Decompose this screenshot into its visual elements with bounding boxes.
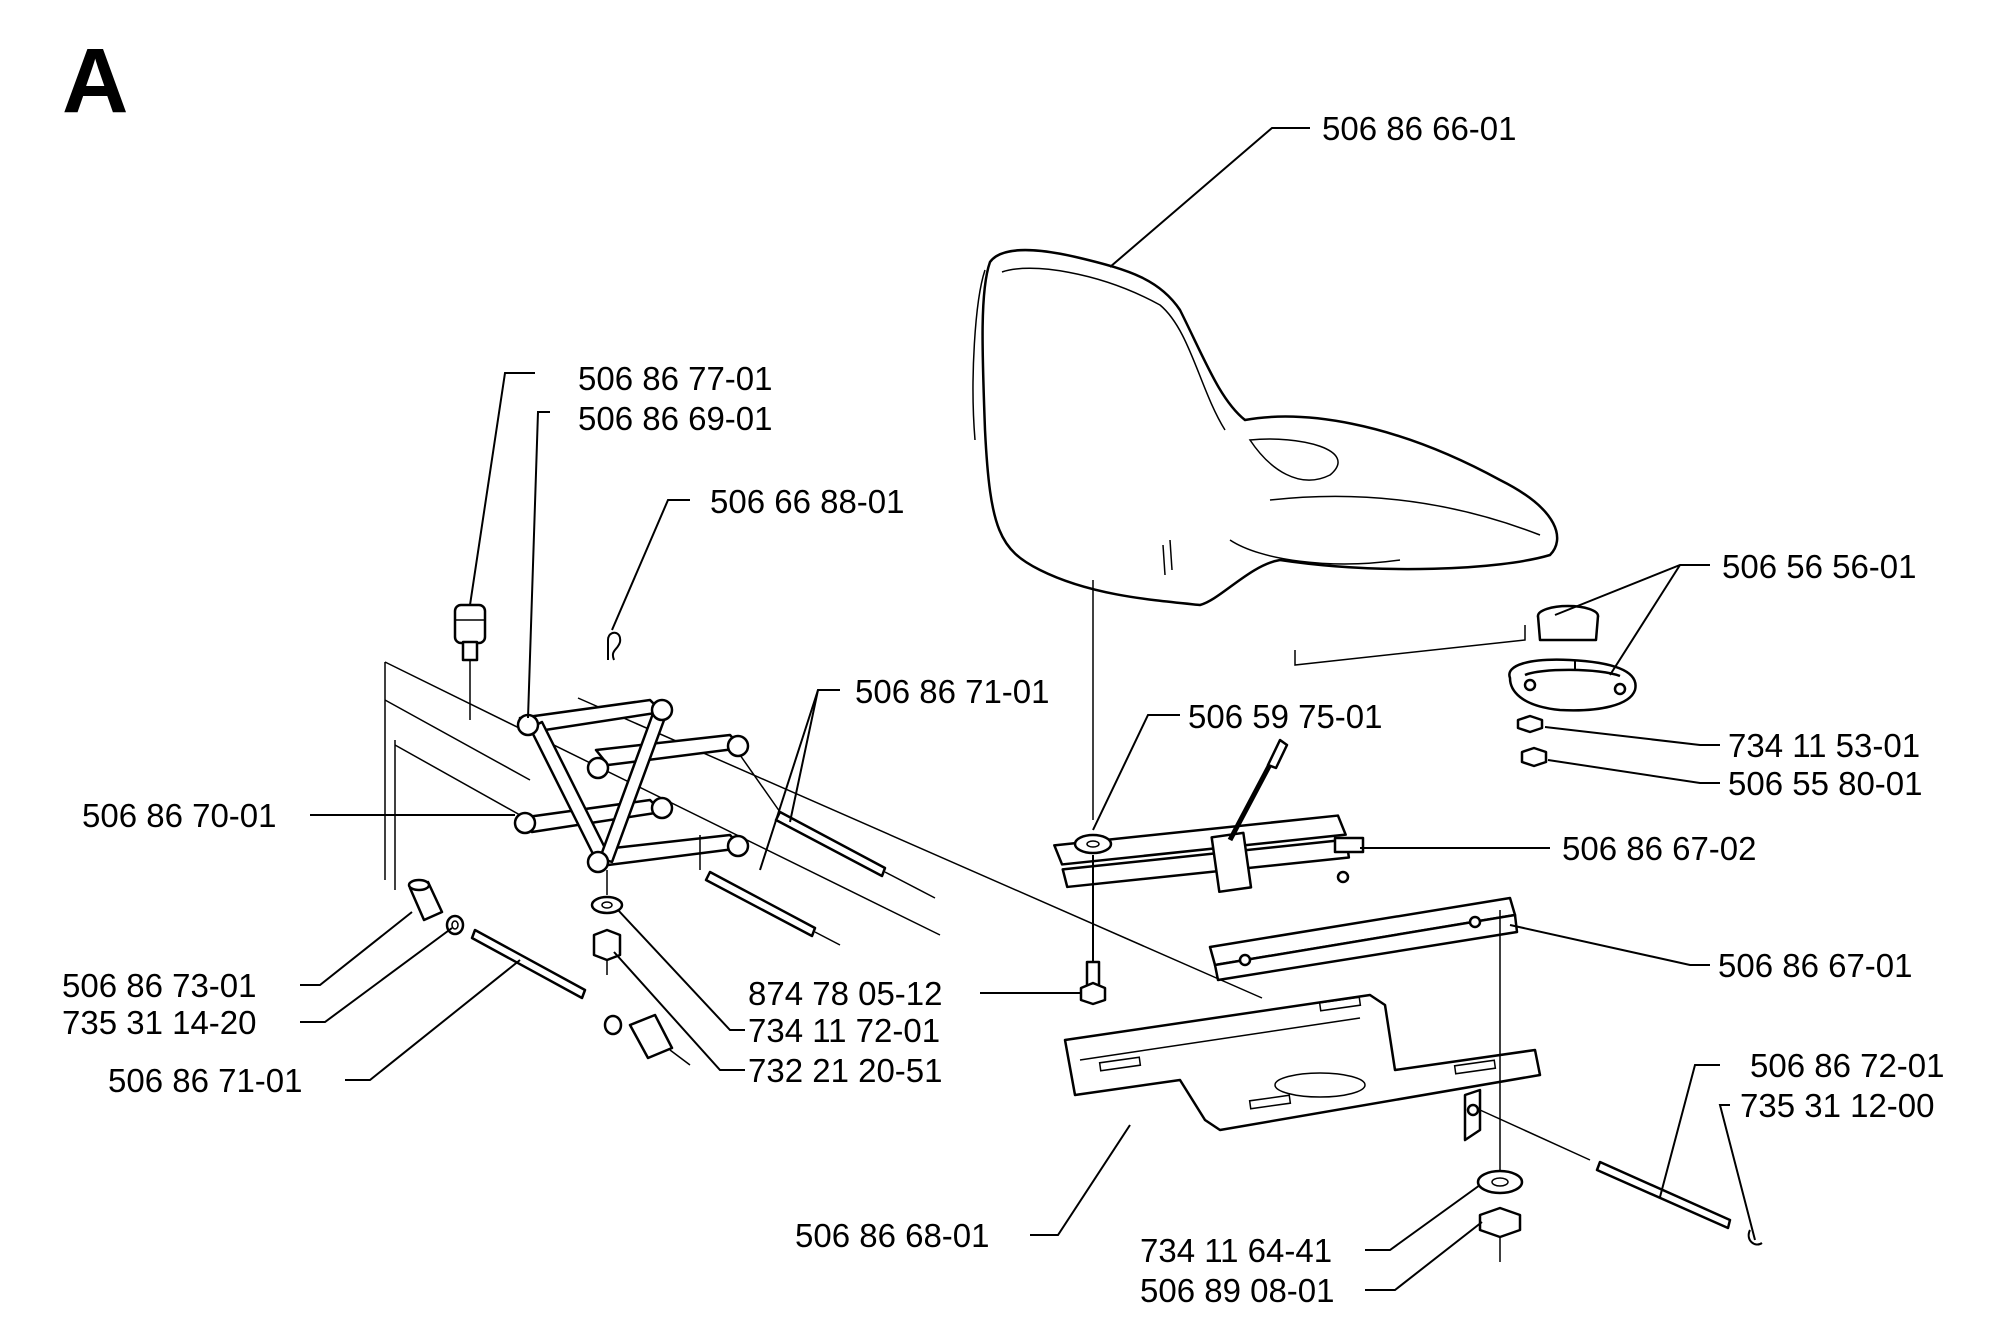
leader-screw-bumper — [1547, 759, 1720, 784]
leader-link-top — [527, 411, 550, 719]
leader-bracket — [1030, 1124, 1131, 1236]
part-number-washer-mid: 734 11 72-01 — [748, 1012, 940, 1049]
left-spacer-pin-drawing — [407, 878, 691, 1066]
part-number-link-top: 506 86 69-01 — [578, 400, 773, 437]
part-number-clip-right: 735 31 12-00 — [1740, 1087, 1935, 1124]
part-number-spacer: 506 86 73-01 — [62, 967, 257, 1004]
seat-bracket-drawing — [1063, 993, 1542, 1142]
leader-slide-rail — [1509, 924, 1710, 966]
part-number-screw-bumper: 506 55 80-01 — [1728, 765, 1923, 802]
leader-pin-right — [1659, 1064, 1720, 1198]
slide-rail-handle-drawing — [1053, 738, 1365, 894]
middle-washer-nut-drawing — [590, 870, 624, 975]
part-number-nut-bottom: 506 89 08-01 — [1140, 1272, 1335, 1309]
part-number-bumper: 506 56 56-01 — [1722, 548, 1917, 585]
leader-bumper-2 — [1609, 564, 1681, 676]
leader-pins-mid-2 — [759, 689, 819, 871]
seat-to-bumper-line — [1294, 625, 1526, 666]
part-number-pin-left: 506 86 71-01 — [108, 1062, 303, 1099]
screw-rail-drawing — [1079, 855, 1107, 1006]
part-number-bracket: 506 86 68-01 — [795, 1217, 990, 1254]
part-number-link-mid: 506 86 70-01 — [82, 797, 277, 834]
leader-lever — [1092, 714, 1180, 831]
r-clip-drawing — [607, 631, 622, 661]
leader-pin-left — [345, 959, 521, 1081]
leader-washer-mid — [617, 909, 745, 1031]
part-number-lever: 506 59 75-01 — [1188, 698, 1383, 735]
section-letter: A — [62, 30, 128, 132]
part-number-pin-right: 506 86 72-01 — [1750, 1047, 1945, 1084]
leader-clip-right — [1718, 1104, 1756, 1241]
bottom-washer-nut-drawing — [1476, 1169, 1524, 1262]
part-number-seat: 506 86 66-01 — [1322, 110, 1517, 147]
part-number-washer-bottom: 734 11 64-41 — [1140, 1232, 1332, 1269]
leader-nut-bumper — [1544, 726, 1720, 746]
leader-ring-left — [300, 927, 453, 1023]
left-guide-line-4 — [394, 744, 521, 816]
right-pin-drawing — [1479, 1109, 1763, 1246]
part-number-nut-mid: 732 21 20-51 — [748, 1052, 943, 1089]
top-stud-drawing — [453, 603, 487, 720]
part-number-slide-rail: 506 86 67-01 — [1718, 947, 1913, 984]
part-number-nut-bumper: 734 11 53-01 — [1728, 727, 1920, 764]
part-number-clip-r: 506 66 88-01 — [710, 483, 905, 520]
part-number-pins-mid: 506 86 71-01 — [855, 673, 1050, 710]
leader-stud-top — [469, 372, 535, 606]
part-number-ring-left: 735 31 14-20 — [62, 1004, 257, 1041]
leader-nut-mid — [613, 951, 745, 1071]
leader-spacer — [300, 911, 413, 986]
left-guide-line-3 — [384, 699, 531, 781]
rubber-bumper-drawing — [1508, 604, 1637, 768]
leader-washer-bottom — [1365, 1184, 1481, 1251]
seat-drawing — [972, 248, 1559, 607]
leader-seat — [1109, 127, 1310, 268]
part-number-screw-rail: 874 78 05-12 — [748, 975, 943, 1012]
leader-nut-bottom — [1365, 1221, 1483, 1291]
leader-clip-r — [611, 499, 690, 631]
slide-rail-drawing — [1208, 896, 1519, 982]
part-number-stud-top: 506 86 77-01 — [578, 360, 773, 397]
part-number-slide-rail-handle: 506 86 67-02 — [1562, 830, 1757, 867]
middle-pins-drawing — [699, 754, 936, 946]
scissor-linkage-drawing — [513, 698, 750, 874]
